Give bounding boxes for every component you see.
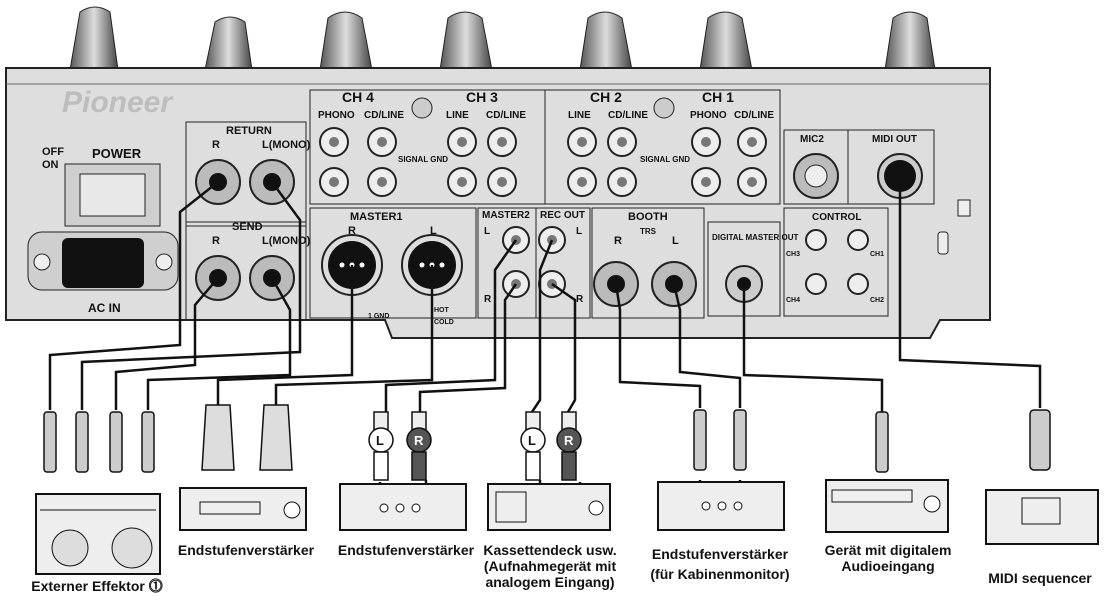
svg-text:L: L — [484, 226, 490, 237]
svg-text:R: R — [348, 225, 356, 237]
cassette-deck — [487, 483, 611, 531]
mic2-section: MIC2 — [783, 129, 849, 205]
amp2-caption: Endstufenverstärker — [337, 542, 475, 558]
digital-caption-2: Audioeingang — [841, 558, 935, 574]
top-knobs — [69, 6, 936, 71]
ch2-label: CH 2 — [590, 89, 622, 105]
amplifier-1 — [179, 487, 307, 531]
svg-text:L: L — [576, 226, 582, 237]
svg-text:POWER: POWER — [92, 146, 142, 161]
plug-left-label: L — [528, 433, 536, 448]
svg-text:MIDI OUT: MIDI OUT — [872, 134, 917, 145]
svg-text:SEND: SEND — [232, 221, 263, 233]
svg-text:CH2: CH2 — [870, 297, 884, 304]
svg-text:L: L — [430, 225, 437, 237]
svg-text:L: L — [672, 235, 679, 247]
svg-text:R: R — [614, 235, 622, 247]
svg-text:RETURN: RETURN — [226, 125, 272, 137]
svg-text:CH1: CH1 — [870, 251, 884, 258]
digital-audio-device — [825, 479, 949, 533]
tape-caption-1: Kassettendeck usw. — [483, 542, 617, 558]
plug-left-label: L — [376, 433, 384, 448]
rca-plugs — [368, 411, 582, 481]
channel-inputs: CH 4 CH 3 CH 2 CH 1 PHONO CD/LINE LINE C… — [309, 89, 781, 205]
svg-text:CONTROL: CONTROL — [812, 212, 861, 223]
midi-sequencer-device — [985, 489, 1099, 545]
svg-text:R: R — [484, 294, 492, 305]
svg-text:R: R — [576, 294, 584, 305]
svg-text:CD/LINE: CD/LINE — [486, 110, 526, 121]
svg-text:CH3: CH3 — [786, 251, 800, 258]
booth-section: BOOTH TRS R L — [591, 207, 705, 319]
plug-right-label: R — [564, 433, 574, 448]
svg-text:L(MONO): L(MONO) — [262, 139, 311, 151]
svg-text:COLD: COLD — [434, 319, 454, 326]
svg-text:R: R — [212, 139, 220, 151]
svg-text:CD/LINE: CD/LINE — [608, 110, 648, 121]
svg-text:OFF: OFF — [42, 146, 64, 158]
booth-caption-2: (für Kabinenmonitor) — [650, 566, 790, 582]
ch3-label: CH 3 — [466, 89, 498, 105]
xlr-plugs — [201, 404, 293, 471]
svg-text:LINE: LINE — [446, 110, 469, 121]
svg-text:REC OUT: REC OUT — [540, 210, 585, 221]
svg-text:BOOTH: BOOTH — [628, 211, 668, 223]
power-switch[interactable]: OFF ON POWER — [42, 146, 161, 227]
booth-caption-1: Endstufenverstärker — [651, 546, 789, 562]
svg-text:HOT: HOT — [434, 307, 450, 314]
amplifier-2 — [339, 483, 467, 531]
svg-text:CD/LINE: CD/LINE — [364, 110, 404, 121]
svg-text:SIGNAL GND: SIGNAL GND — [398, 155, 448, 164]
effector-caption: Externer Effektor ⓵ — [31, 578, 163, 594]
svg-text:ON: ON — [42, 159, 59, 171]
ch4-label: CH 4 — [342, 89, 374, 105]
ch1-label: CH 1 — [702, 89, 734, 105]
tape-caption-3: analogem Eingang) — [485, 574, 615, 590]
jack-plugs — [43, 409, 1051, 473]
ac-in-socket: AC IN — [27, 231, 179, 315]
svg-text:PHONO: PHONO — [690, 110, 727, 121]
svg-text:CH4: CH4 — [786, 297, 800, 304]
midi-caption: MIDI sequencer — [988, 570, 1092, 586]
svg-text:TRS: TRS — [640, 227, 657, 236]
svg-text:CD/LINE: CD/LINE — [734, 110, 774, 121]
svg-text:SIGNAL GND: SIGNAL GND — [640, 155, 690, 164]
effector-device — [35, 493, 161, 575]
plug-right-label: R — [414, 433, 424, 448]
svg-text:AC IN: AC IN — [88, 301, 121, 315]
svg-text:MIC2: MIC2 — [800, 134, 824, 145]
svg-text:DIGITAL MASTER OUT: DIGITAL MASTER OUT — [712, 233, 798, 242]
svg-text:PHONO: PHONO — [318, 110, 355, 121]
svg-text:R: R — [212, 235, 220, 247]
tape-caption-2: (Aufnahmegerät mit — [483, 558, 617, 574]
control-section: CONTROL CH3 CH1 CH4 CH2 — [783, 207, 889, 317]
svg-text:L(MONO): L(MONO) — [262, 235, 311, 247]
svg-text:LINE: LINE — [568, 110, 591, 121]
svg-text:MASTER2: MASTER2 — [482, 210, 530, 221]
brand-logo: Pioneer — [62, 86, 174, 119]
amp1-caption: Endstufenverstärker — [177, 542, 315, 558]
svg-text:1 GND: 1 GND — [368, 313, 389, 320]
cables — [48, 176, 1042, 495]
booth-amplifier — [657, 481, 785, 531]
digital-caption-1: Gerät mit digitalem — [824, 542, 952, 558]
svg-text:MASTER1: MASTER1 — [350, 211, 403, 223]
